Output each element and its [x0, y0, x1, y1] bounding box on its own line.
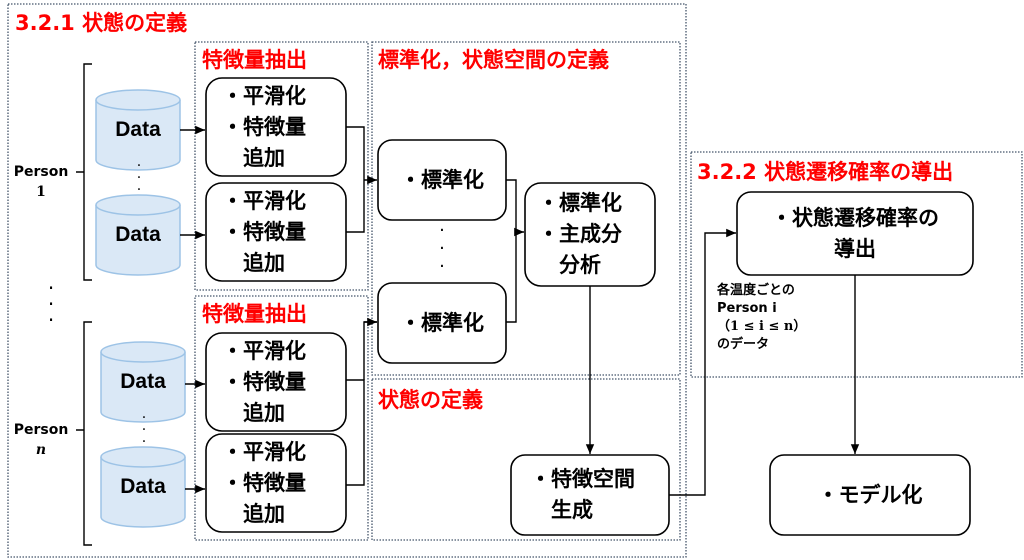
modeling-box: ・モデル化 [817, 482, 923, 507]
feature-extraction-title-1: 特徴量抽出 [202, 48, 307, 72]
data-note: 各温度ごとの Person i （1 ≤ i ≤ n） のデータ [717, 283, 807, 352]
pca-box: ・標準化・主成分 分析 [538, 191, 622, 277]
feature-extraction-title-2: 特徴量抽出 [202, 302, 307, 326]
feature-box: ・平滑化・特徴量 追加 [222, 188, 306, 275]
section-322-title: 3.2.2 状態遷移確率の導出 [697, 160, 954, 184]
standardize-box: ・標準化 [400, 167, 484, 192]
standardize-box: ・標準化 [400, 310, 484, 335]
data-label: Data [120, 475, 166, 498]
feature-box: ・平滑化・特徴量 追加 [222, 338, 306, 425]
feature-box: ・平滑化・特徴量 追加 [222, 83, 306, 170]
feature-space-box: ・特徴空間 生成 [530, 467, 635, 522]
ellipsis-dots: ··· [141, 410, 147, 450]
standardization-title: 標準化，状態空間の定義 [378, 48, 609, 72]
feature-box: ・平滑化・特徴量 追加 [222, 439, 306, 526]
ellipsis-dots: ··· [439, 220, 445, 277]
database-icon [95, 89, 181, 171]
database-icon [95, 194, 181, 276]
feature-extraction-frame-1 [194, 41, 369, 291]
data-label: Data [115, 223, 161, 246]
ellipsis-dots: ··· [136, 158, 142, 198]
section-322-frame [690, 151, 1023, 378]
standardization-frame [371, 41, 681, 376]
ellipsis-dots: ··· [47, 276, 55, 332]
state-definition-frame [371, 378, 681, 541]
section-321-title: 3.2.1 状態の定義 [15, 11, 188, 35]
transition-probability-box: ・状態遷移確率の導出 [771, 205, 939, 261]
state-definition-title: 状態の定義 [378, 388, 483, 412]
data-label: Data [115, 118, 161, 141]
database-icon [100, 446, 186, 528]
feature-extraction-frame-2 [194, 295, 369, 541]
data-label: Data [120, 370, 166, 393]
section-321-frame [7, 3, 687, 558]
cylinders [95, 89, 186, 528]
database-icon [100, 341, 186, 423]
